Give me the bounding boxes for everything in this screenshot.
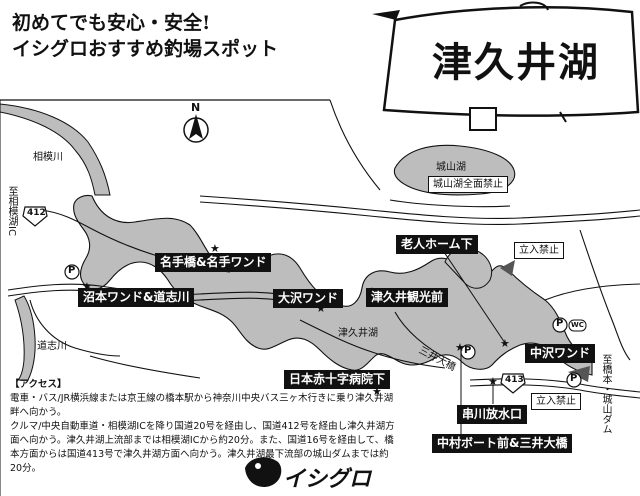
parking-icon: P [556,318,564,329]
logo-text: イシグロ [283,467,372,492]
spot-label[interactable]: 串川放水口 [457,405,528,424]
spot-label[interactable]: 中村ボート前&三井大橋 [432,434,573,453]
compass-north-label: N [191,101,201,114]
shiroyama-lake-name: 城山湖 [436,162,466,173]
sign-title: 津久井湖 [432,39,600,86]
parking-icon: P [464,345,472,356]
hashimoto-dam-name: 至橋本・城山ダム [600,354,611,434]
signpost [372,1,640,131]
parking-icon: P [570,373,578,384]
access-train: 電車・バス/JR横浜線または京王線の橋本駅から神奈川中央バス三ヶ木行きに乗り津久… [10,393,394,418]
tsukui-lake [73,194,593,376]
sagamiko-ic-name: 至相模湖IC [6,186,17,236]
spot-label[interactable]: 日本赤十字病院下 [284,370,391,389]
route-412-shield [22,206,48,227]
parking-icon: P [68,265,76,276]
tsukui-lake-name: 津久井湖 [338,328,378,339]
sagami-river-name: 相模川 [33,152,63,163]
svg-text:★: ★ [372,385,382,398]
doshi-river-name: 道志川 [37,341,67,352]
spot-label[interactable]: 老人ホーム下 [396,235,478,254]
compass-rose [183,114,209,143]
spot-label[interactable]: 名手橋&名手ワンド [155,253,272,272]
spot-label[interactable]: 津久井観光前 [366,288,449,307]
spot-label[interactable]: 大沢ワンド [273,289,344,308]
spot-label[interactable]: 中沢ワンド [525,344,596,363]
headline-line1: 初めてでも安心・安全! [12,12,211,34]
headline-line2: イシグロおすすめ釣場スポット [12,38,279,60]
route-413-shield [500,373,526,394]
access-car: クルマ/中央自動車道・相模湖ICを降り国道20号を経由し、国道412号を経由し津… [10,421,395,474]
wc-icon: WC [571,321,584,329]
svg-text:★: ★ [500,337,510,350]
svg-text:★: ★ [316,302,326,315]
route-413-label: 413 [505,375,524,385]
sagami-river [0,103,111,196]
doshi-river [14,295,36,381]
restricted-area-label: 立入禁止 [514,242,564,259]
restricted-area-label: 立入禁止 [531,393,581,410]
access-title: 【アクセス】 [10,379,67,390]
access-info: 【アクセス】 電車・バス/JR横浜線または京王線の橋本駅から神奈川中央バス三ヶ木… [10,378,395,476]
svg-text:★: ★ [455,341,465,354]
svg-text:★: ★ [488,375,498,388]
route-412-label: 412 [27,208,46,218]
logo-fish-icon [245,457,282,488]
shiroyama-restriction-label: 城山湖全面禁止 [428,176,508,193]
spot-label[interactable]: 沼本ワンド&道志川 [78,288,195,307]
svg-text:★: ★ [210,242,220,255]
svg-text:★: ★ [82,280,92,293]
